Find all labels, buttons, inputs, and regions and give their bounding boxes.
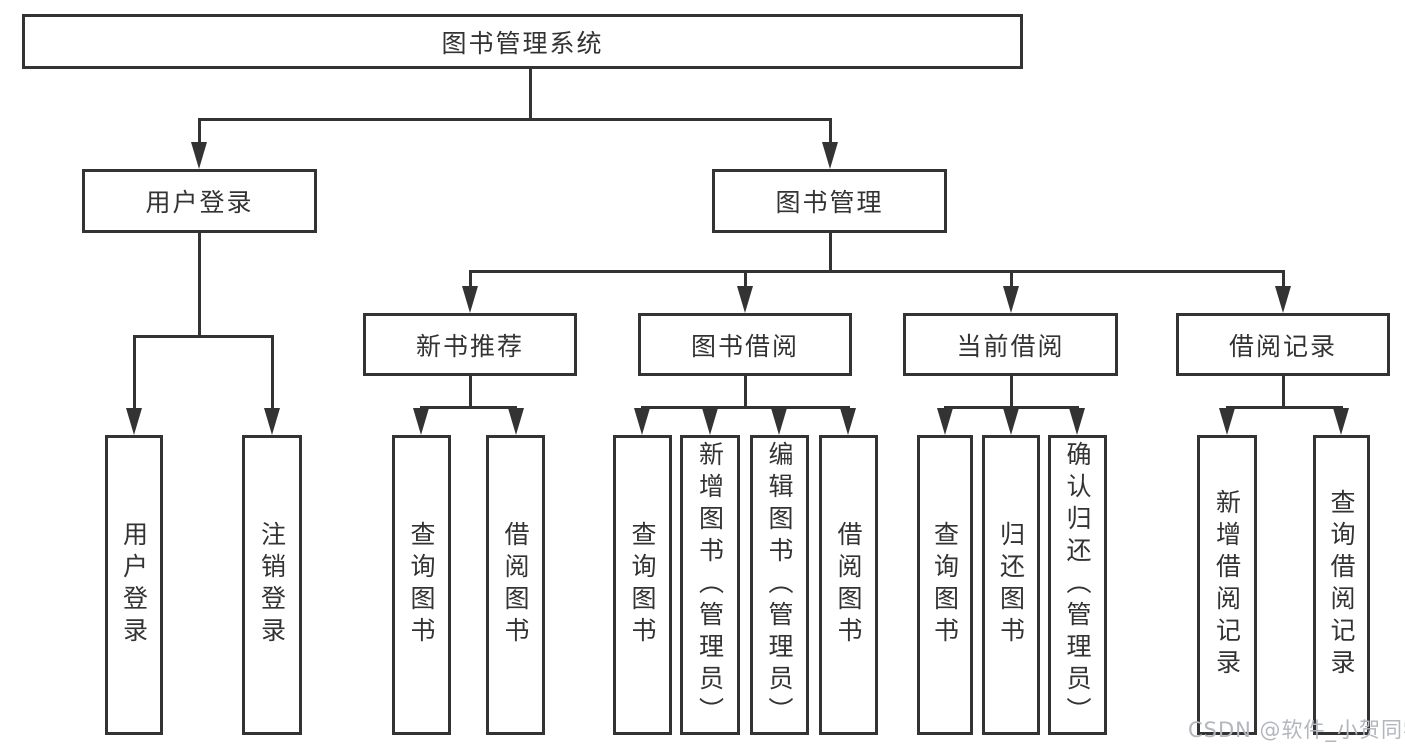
leaf-newbooks-borrow-label: 借阅图书 [501,521,530,649]
leaf-query-borrow-record-box: 查询借阅记录 [1313,435,1370,735]
node-root-box: 图书管理系统 [22,14,1023,69]
edge-new-books-stub [469,376,472,409]
edge-root-stub [529,69,532,121]
arrow-down-icon [1069,408,1085,435]
leaf-add-book-admin-box: 新增图书（管理员） [680,435,740,735]
edge-new-books-rail [420,406,517,409]
leaf-current-query-box: 查询图书 [917,435,973,735]
leaf-user-login-box: 用户登录 [105,435,163,735]
leaf-current-query-label: 查询图书 [930,521,960,649]
edge-to-current-borrow [1010,270,1013,288]
leaf-logout-box: 注销登录 [242,435,302,735]
leaf-newbooks-query-label: 查询图书 [407,521,436,649]
node-book-borrow-label: 图书借阅 [690,331,799,361]
edge-to-login-leaf [133,335,136,413]
leaf-confirm-return-admin-box: 确认归还（管理员） [1048,435,1107,735]
arrow-down-icon [508,408,524,435]
node-borrow-records-label: 借阅记录 [1228,331,1337,361]
edge-to-book-borrow [744,270,747,288]
leaf-borrow-book-box: 借阅图书 [819,435,878,735]
leaf-borrow-book-label: 借阅图书 [834,521,863,649]
arrow-down-icon [264,408,280,435]
arrow-down-icon [126,408,142,435]
arrow-down-icon [822,142,838,169]
arrow-down-icon [191,142,207,169]
arrow-down-icon [771,408,787,435]
node-borrow-records-box: 借阅记录 [1176,313,1390,376]
csdn-watermark: CSDN @软件_小贺同学 [1188,718,1405,742]
leaf-user-login-label: 用户登录 [119,521,149,649]
edge-level1-rail [198,118,832,121]
arrow-down-icon [1003,408,1019,435]
edge-book-management-stub [829,233,832,273]
edge-user-login-rail [133,335,274,338]
leaf-edit-book-admin-label: 编辑图书（管理员） [765,441,794,729]
leaf-confirm-return-admin-label: 确认归还（管理员） [1063,441,1092,729]
leaf-return-book-box: 归还图书 [982,435,1040,735]
arrow-down-icon [702,408,718,435]
leaf-logout-label: 注销登录 [257,521,287,649]
node-user-login-box: 用户登录 [82,169,317,233]
edge-borrow-records-stub [1282,376,1285,409]
edge-to-book-management [829,118,832,146]
node-current-borrow-label: 当前借阅 [956,331,1065,361]
edge-level2-rail [469,270,1285,273]
edge-to-logout-leaf [271,335,274,413]
arrow-down-icon [634,408,650,435]
node-new-books-label: 新书推荐 [415,331,524,361]
arrow-down-icon [413,408,429,435]
arrow-down-icon [937,408,953,435]
arrow-down-icon [1333,408,1349,435]
node-new-books-box: 新书推荐 [363,313,577,376]
edge-user-login-stub [198,233,201,338]
arrow-down-icon [1275,286,1291,313]
arrow-down-icon [737,286,753,313]
leaf-return-book-label: 归还图书 [996,521,1026,649]
arrow-down-icon [462,286,478,313]
edge-book-borrow-rail [641,406,850,409]
arrow-down-icon [1219,408,1235,435]
leaf-add-book-admin-label: 新增图书（管理员） [695,441,725,729]
leaf-query-borrow-record-label: 查询借阅记录 [1327,489,1356,681]
leaf-borrow-query-label: 查询图书 [628,521,657,649]
arrow-down-icon [1003,286,1019,313]
node-book-borrow-box: 图书借阅 [638,313,852,376]
edge-book-borrow-stub [744,376,747,409]
node-book-management-label: 图书管理 [775,188,884,217]
leaf-borrow-query-box: 查询图书 [613,435,672,735]
edge-current-borrow-rail [944,406,1079,409]
edge-to-user-login [198,118,201,146]
arrow-down-icon [840,408,856,435]
leaf-newbooks-query-box: 查询图书 [392,435,451,735]
node-book-management-box: 图书管理 [712,169,947,233]
leaf-add-borrow-record-label: 新增借阅记录 [1212,489,1242,681]
leaf-add-borrow-record-box: 新增借阅记录 [1197,435,1257,735]
edge-borrow-records-rail [1226,406,1343,409]
node-current-borrow-box: 当前借阅 [903,313,1118,376]
node-root-label: 图书管理系统 [441,28,604,58]
edge-to-new-books [469,270,472,288]
leaf-edit-book-admin-box: 编辑图书（管理员） [750,435,809,735]
edge-current-borrow-stub [1010,376,1013,409]
node-user-login-label: 用户登录 [145,188,254,217]
leaf-newbooks-borrow-box: 借阅图书 [486,435,545,735]
edge-to-borrow-records [1282,270,1285,288]
